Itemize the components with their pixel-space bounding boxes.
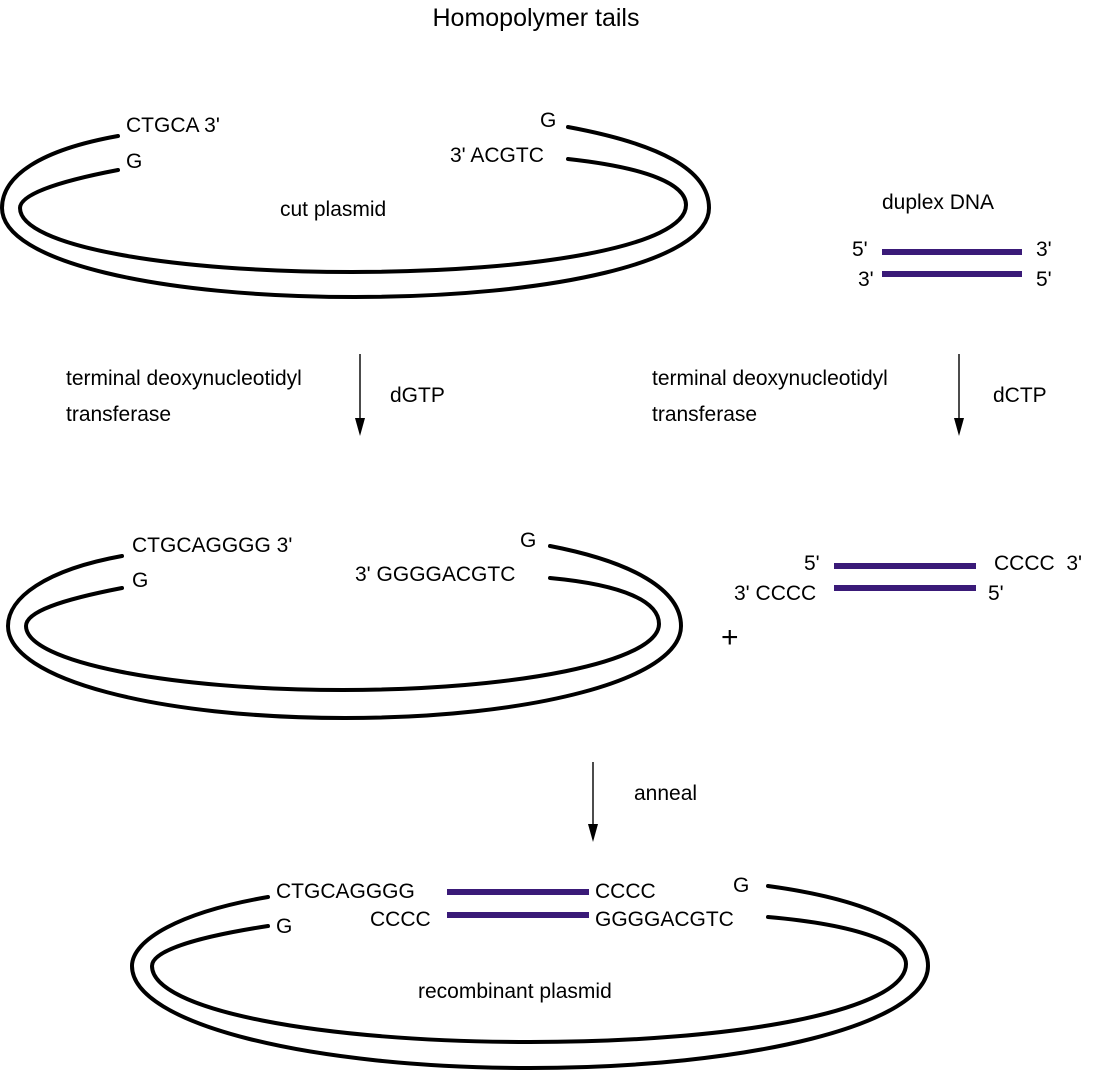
recombinant-plasmid-outer-strand <box>129 884 931 1071</box>
cut-plasmid-right-bottom-end: 3' ACGTC <box>450 144 544 167</box>
cut-plasmid-label: cut plasmid <box>280 198 386 221</box>
duplex-dna: duplex DNA 5' 3' 3' 5' <box>852 191 1052 291</box>
cut-plasmid-outer-strand <box>0 125 712 300</box>
recombinant-insert-top-right: CCCC <box>595 880 656 903</box>
cut-plasmid: CTGCA 3' G G 3' ACGTC cut plasmid <box>0 109 712 300</box>
step-dgtp: terminal deoxynucleotidyl transferase dG… <box>66 354 445 436</box>
recombinant-right-bottom-sequence: GGGGACGTC <box>595 908 734 931</box>
tailed-duplex-top-right-end: CCCC 3' <box>994 552 1082 575</box>
duplex-dna-bottom-left-end: 3' <box>858 268 874 291</box>
recombinant-left-bottom-g: G <box>276 915 292 938</box>
tailed-duplex-top-left-end: 5' <box>804 552 820 575</box>
duplex-dna-bottom-right-end: 5' <box>1036 268 1052 291</box>
duplex-dna-top-right-end: 3' <box>1036 238 1052 261</box>
plus-sign: + <box>721 621 739 654</box>
tailed-plasmid-left-bottom-end: G <box>132 569 148 592</box>
tailed-duplex: 5' CCCC 3' 3' CCCC 5' <box>734 552 1082 605</box>
tailed-plasmid-right-top-end: G <box>520 529 536 552</box>
tailed-duplex-bottom-left-end: 3' CCCC <box>734 582 816 605</box>
cut-plasmid-left-top-end: CTGCA 3' <box>126 114 220 137</box>
recombinant-insert-bottom-left: CCCC <box>370 908 431 931</box>
anneal-arrowhead <box>588 824 598 842</box>
anneal-label: anneal <box>634 782 697 805</box>
duplex-dna-top-left-end: 5' <box>852 238 868 261</box>
step-left-enzyme-line1: terminal deoxynucleotidyl <box>66 367 302 390</box>
step-anneal: anneal <box>588 762 697 842</box>
tailed-duplex-bottom-right-end: 5' <box>988 582 1004 605</box>
step-left-substrate: dGTP <box>390 384 445 407</box>
tailed-plasmid-right-bottom-end: 3' GGGGACGTC <box>355 563 515 586</box>
recombinant-left-top-sequence: CTGCAGGGG <box>276 880 415 903</box>
cut-plasmid-left-bottom-end: G <box>126 150 142 173</box>
tailed-plasmid: CTGCAGGGG 3' G G 3' GGGGACGTC <box>5 529 684 721</box>
diagram-title: Homopolymer tails <box>432 4 639 32</box>
step-left-enzyme-line2: transferase <box>66 403 171 426</box>
tailed-plasmid-left-top-end: CTGCAGGGG 3' <box>132 534 292 557</box>
recombinant-right-top-g: G <box>733 874 749 897</box>
cut-plasmid-inner-strand <box>17 157 689 275</box>
cut-plasmid-right-top-end: G <box>540 109 556 132</box>
duplex-dna-label: duplex DNA <box>882 191 994 214</box>
step-left-arrowhead <box>355 418 365 436</box>
step-right-enzyme-line2: transferase <box>652 403 757 426</box>
step-right-enzyme-line1: terminal deoxynucleotidyl <box>652 367 888 390</box>
tailed-plasmid-outer-strand <box>5 544 684 721</box>
recombinant-plasmid-inner-strand <box>149 915 909 1045</box>
step-right-substrate: dCTP <box>993 384 1047 407</box>
recombinant-plasmid: CTGCAGGGG G CCCC CCCC GGGGACGTC G recomb… <box>129 874 931 1071</box>
tailed-plasmid-inner-strand <box>23 576 662 693</box>
step-dctp: terminal deoxynucleotidyl transferase dC… <box>652 354 1047 436</box>
recombinant-plasmid-label: recombinant plasmid <box>418 980 612 1003</box>
step-right-arrowhead <box>954 418 964 436</box>
